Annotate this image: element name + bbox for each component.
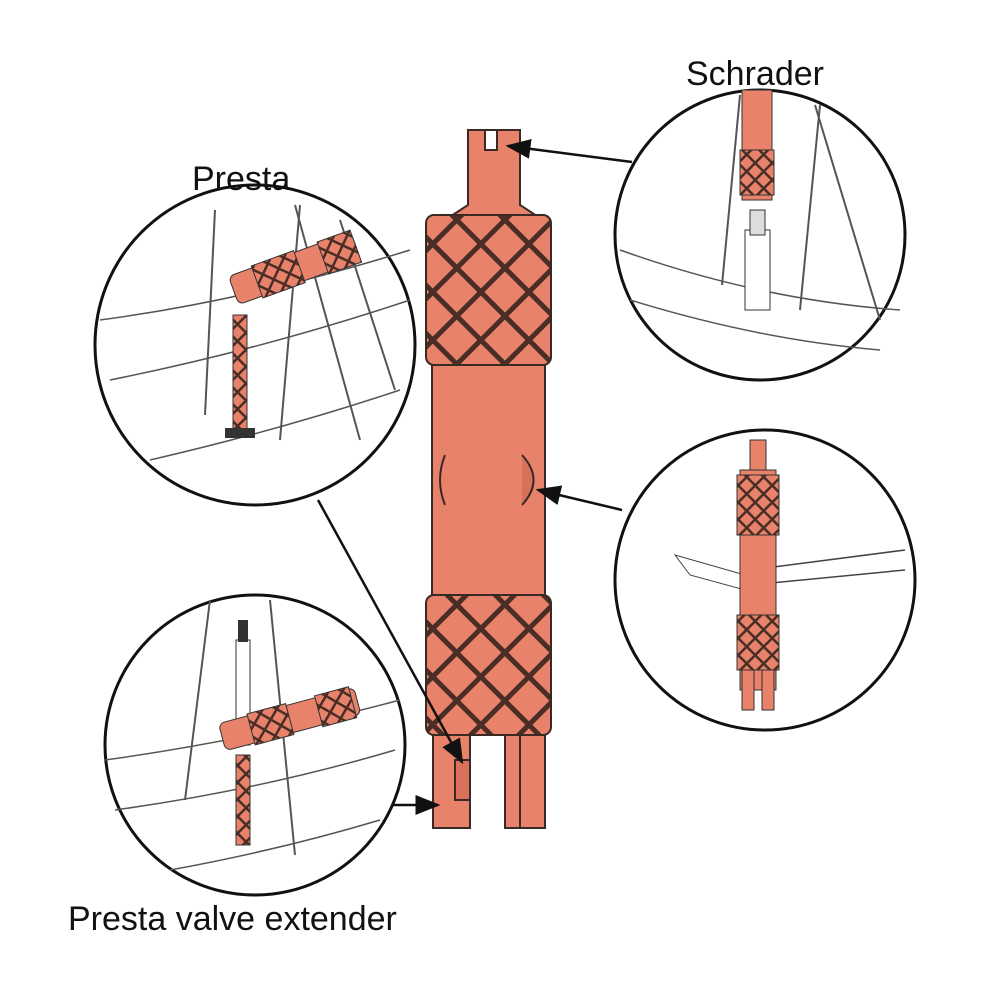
lower-knurl-grip bbox=[425, 594, 552, 736]
extender-detail-circle bbox=[103, 593, 407, 897]
schrader-label: Schrader bbox=[686, 55, 824, 93]
core-tool-arrow bbox=[535, 485, 623, 512]
core-tool-detail-circle bbox=[613, 428, 917, 732]
presta-arrow bbox=[316, 499, 464, 765]
presta-label: Presta bbox=[192, 160, 291, 198]
right-prong bbox=[504, 734, 546, 829]
pointer-arrows bbox=[316, 138, 633, 815]
schrader-arrow bbox=[505, 138, 633, 164]
presta-detail-circle bbox=[93, 183, 417, 507]
valve-core-tool bbox=[425, 129, 552, 829]
extender-label: Presta valve extender bbox=[68, 900, 397, 938]
upper-knurl-grip bbox=[425, 214, 552, 366]
schrader-detail-circle bbox=[613, 88, 907, 382]
